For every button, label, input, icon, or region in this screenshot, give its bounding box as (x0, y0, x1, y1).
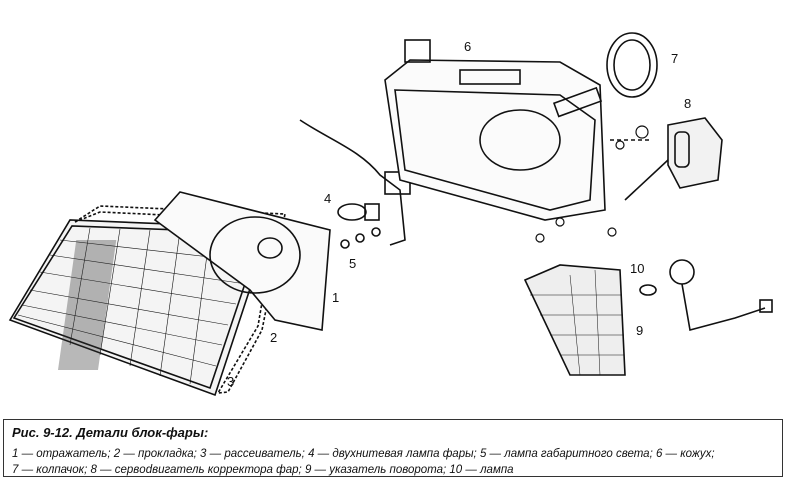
callout-3: 3 (227, 374, 234, 389)
figure-caption: Рис. 9-12. Детали блок-фары: 1 — отражат… (3, 419, 783, 477)
lamp-socket-part (639, 259, 773, 331)
screws (535, 125, 649, 243)
servo-motor-part (610, 117, 723, 201)
callout-10: 10 (630, 261, 644, 276)
caption-legend-line-1: 1 — отражатель; 2 — прокладка; 3 — рассе… (12, 448, 715, 460)
headlight-exploded-diagram: 1 2 3 4 5 6 7 8 9 10 (8, 32, 773, 397)
housing-part (384, 39, 606, 221)
reflector-part (153, 191, 331, 331)
callout-7: 7 (671, 51, 678, 66)
callout-6: 6 (464, 39, 471, 54)
callout-5: 5 (349, 256, 356, 271)
turn-indicator-part (523, 264, 626, 376)
callout-2: 2 (270, 330, 277, 345)
callout-4: 4 (324, 191, 331, 206)
callout-9: 9 (636, 323, 643, 338)
callout-8: 8 (684, 96, 691, 111)
cap-part (606, 32, 658, 98)
caption-title: Рис. 9-12. Детали блок-фары: (12, 425, 209, 440)
lens-part (8, 219, 272, 397)
caption-legend-line-2: 7 — колпачок; 8 — сервodвигатель коррект… (12, 464, 514, 476)
callout-1: 1 (332, 290, 339, 305)
bulbs (299, 119, 411, 249)
